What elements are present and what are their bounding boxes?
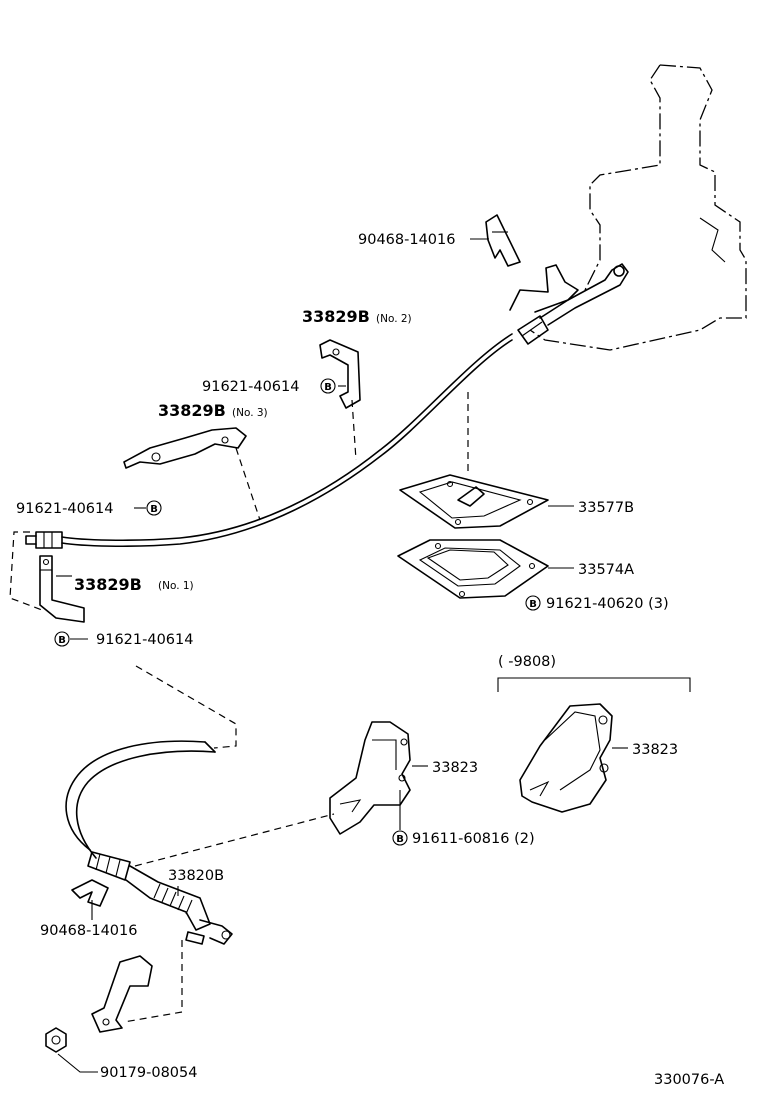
label-bracket-lever-alt: 33823 — [632, 742, 678, 758]
clip-top — [485, 214, 521, 267]
label-bracket-no3: 33829B — [158, 401, 226, 420]
badge-letter: B — [58, 635, 66, 646]
lever-bracket-small — [509, 264, 579, 313]
note-bracket-no1: (No. 1) — [158, 580, 194, 592]
badge-letter: B — [529, 599, 537, 610]
bolt-b-icon: B — [54, 631, 70, 647]
note-bracket-no2: (No. 2) — [376, 313, 412, 325]
label-range-note: ( -9808) — [498, 654, 556, 670]
label-bracket-lever: 33823 — [432, 760, 478, 776]
bracket-no2 — [319, 339, 361, 409]
bolt-b-icon: B — [146, 500, 162, 516]
range-bracket — [497, 677, 691, 692]
cable-bracket-lower — [91, 955, 153, 1033]
label-bolt-no1: 91621-40614 — [96, 632, 194, 648]
shift-cable-lower — [65, 740, 216, 859]
illustration-id: 330076-A — [654, 1072, 724, 1088]
cable-end-33820b — [87, 851, 233, 945]
badge-letter: B — [396, 834, 404, 845]
shift-cable-upper — [25, 333, 513, 549]
part-labels: 90468-14016 33829B (No. 2) 91621-40614 3… — [16, 232, 724, 1088]
shift-lever-outline — [529, 64, 747, 351]
label-bolt-gasket: 91621-40620 (3) — [546, 596, 669, 612]
label-clip-top: 90468-14016 — [358, 232, 456, 248]
lever-bracket-33823 — [329, 721, 411, 835]
label-nut: 90179-08054 — [100, 1065, 198, 1081]
lever-bracket-33823-alt — [519, 703, 613, 813]
badge-letter: B — [324, 382, 332, 393]
label-gasket: 33574A — [578, 562, 634, 578]
assembly-lines — [9, 392, 469, 1023]
bolt-b-icon: B — [392, 830, 408, 846]
bolt-b-icon: B — [525, 595, 541, 611]
label-bolt-lever: 91611-60816 (2) — [412, 831, 535, 847]
clip-bottom — [71, 879, 109, 907]
nut — [45, 1027, 67, 1053]
label-bolt-no3: 91621-40614 — [16, 501, 114, 517]
label-cable: 33820B — [168, 868, 224, 884]
label-bolt-no2: 91621-40614 — [202, 379, 300, 395]
bracket-no1 — [39, 555, 85, 623]
leader-lines — [56, 238, 628, 1073]
gasket-33574a — [397, 539, 549, 599]
note-bracket-no3: (No. 3) — [232, 407, 268, 419]
label-retainer: 33577B — [578, 500, 634, 516]
retainer-33577b — [399, 474, 549, 529]
badge-letter: B — [150, 504, 158, 515]
label-bracket-no2: 33829B — [302, 307, 370, 326]
bolt-b-icon: B — [320, 378, 336, 394]
label-clip-bottom: 90468-14016 — [40, 923, 138, 939]
label-bracket-no1: 33829B — [74, 575, 142, 594]
lever-rod-end — [517, 263, 629, 345]
bracket-no3 — [123, 427, 247, 469]
